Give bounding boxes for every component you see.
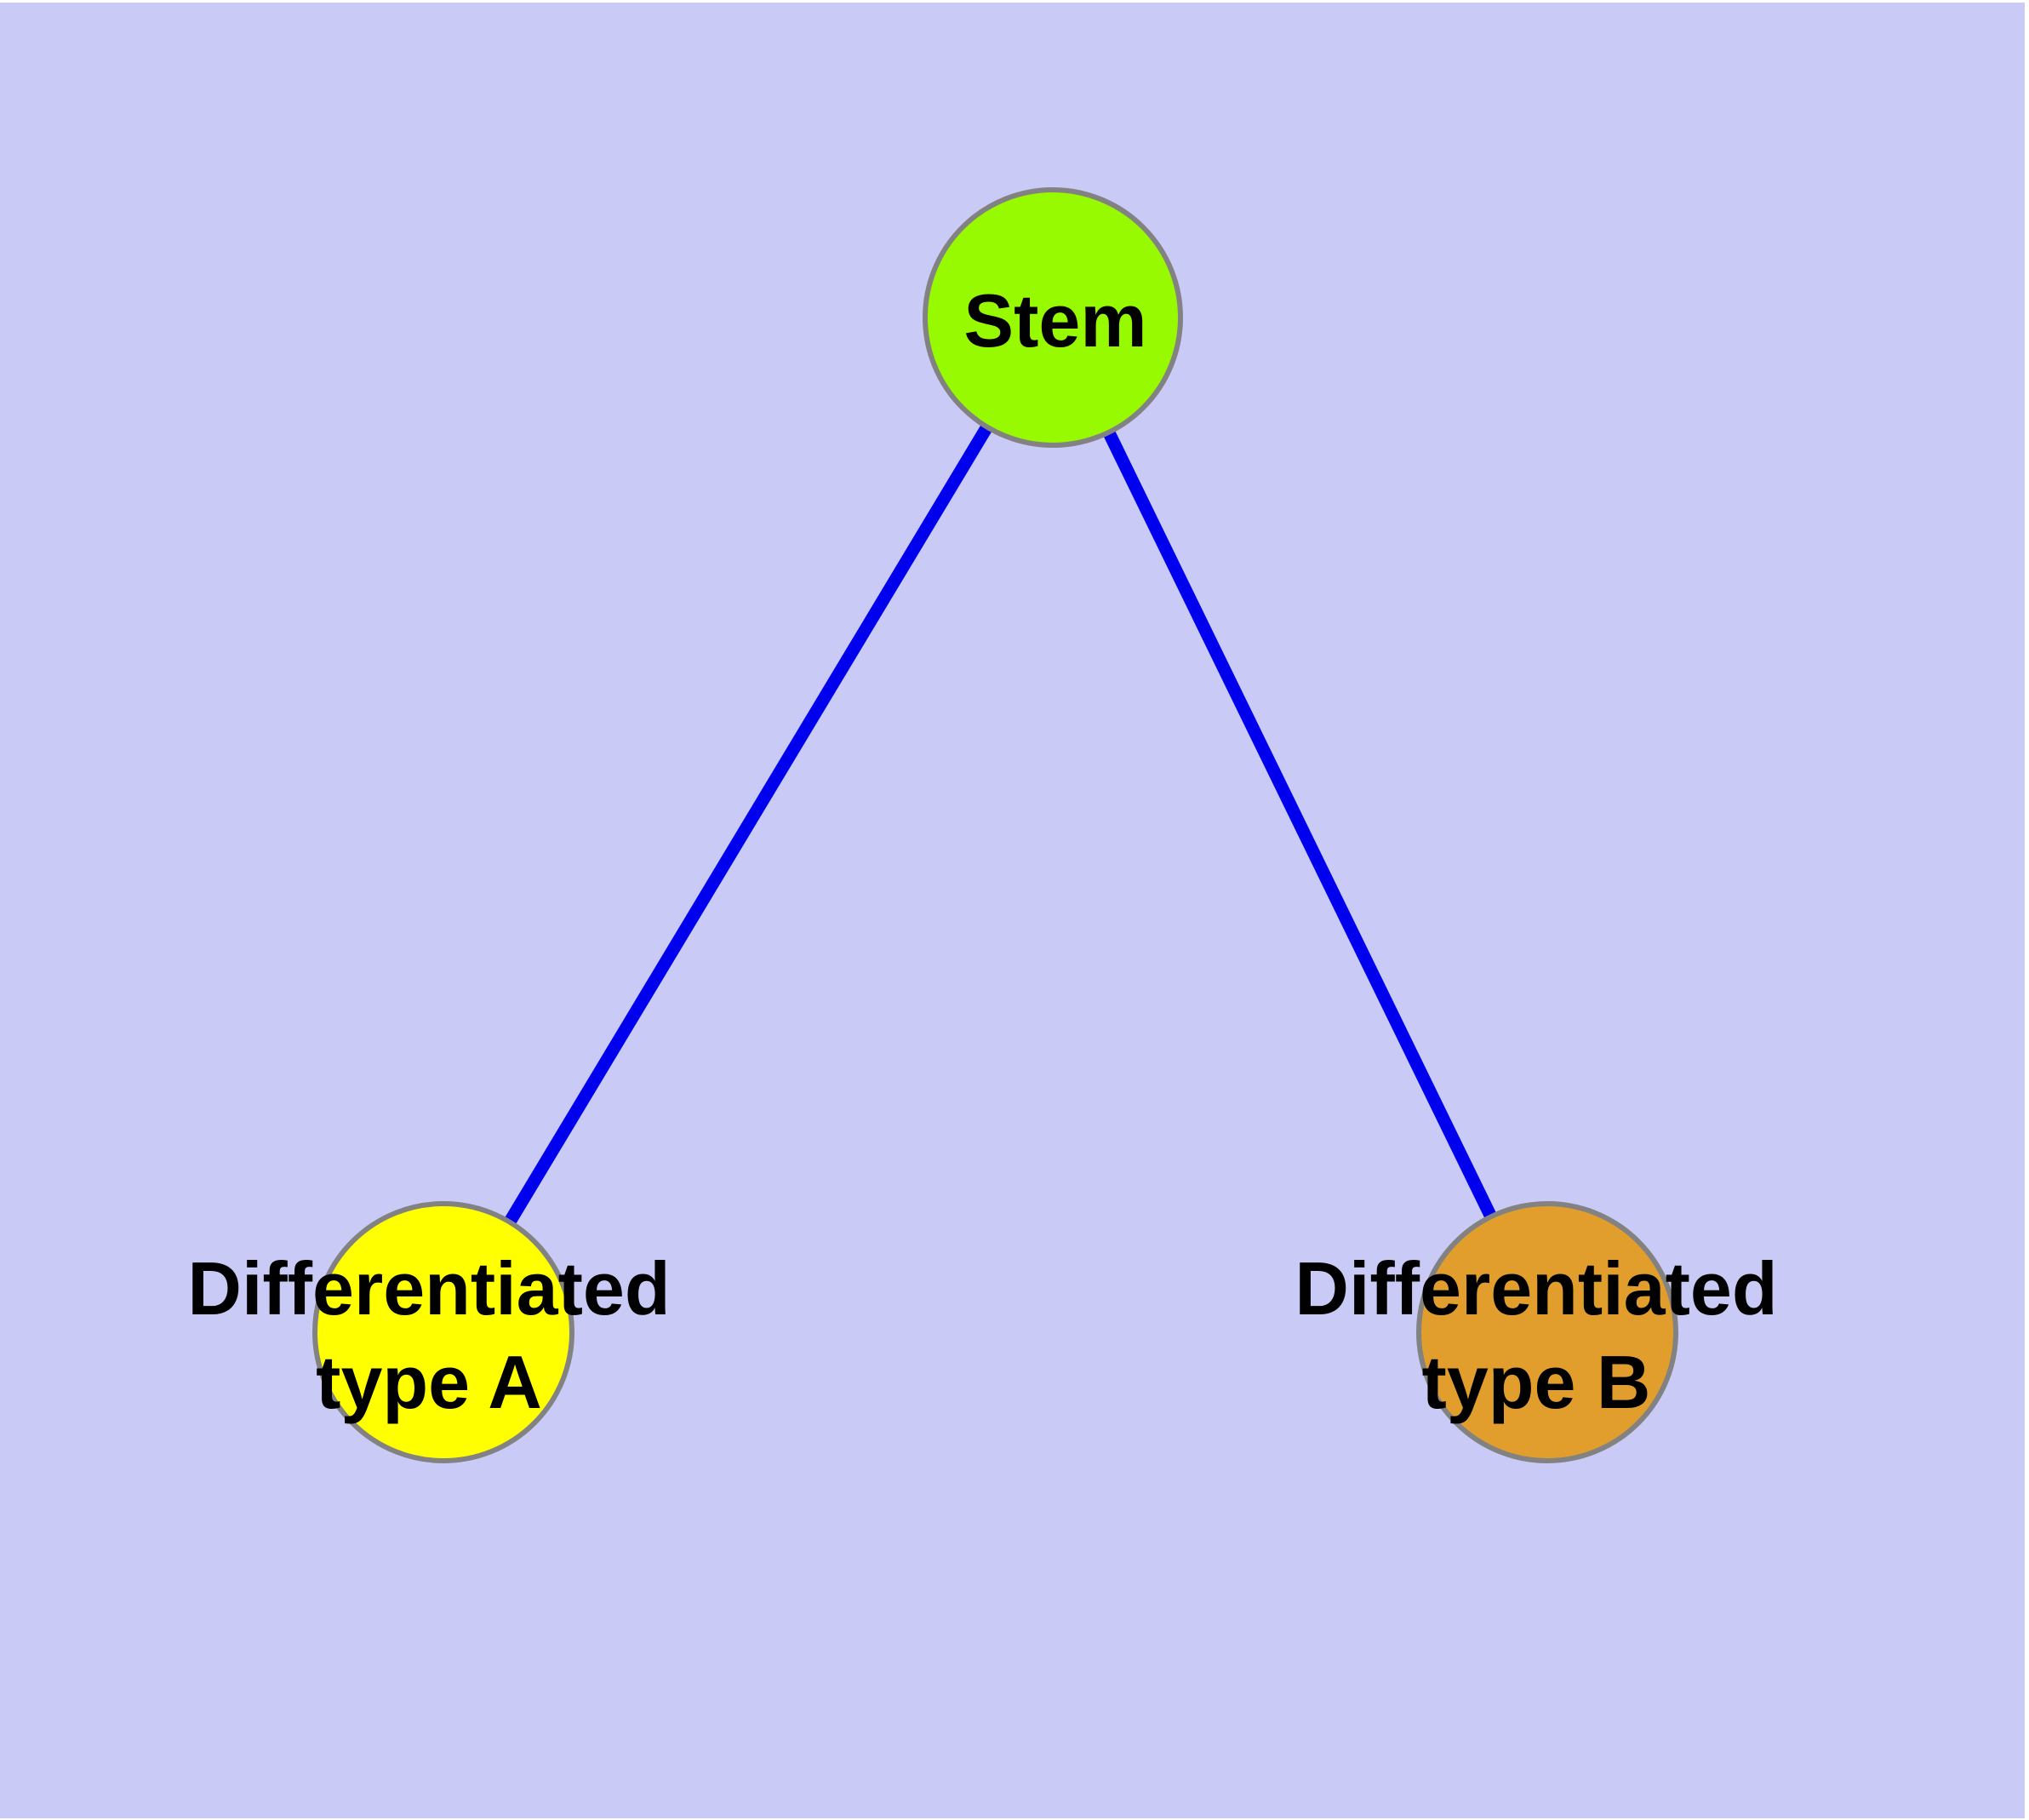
edge-stem-to-differentiated-type-a <box>437 314 1059 1336</box>
node-circle-differentiated-type-b <box>1416 1201 1678 1463</box>
node-circle-differentiated-type-a <box>312 1201 574 1463</box>
node-circle-stem <box>923 187 1183 448</box>
edge-stem-to-differentiated-type-b <box>1047 314 1553 1336</box>
